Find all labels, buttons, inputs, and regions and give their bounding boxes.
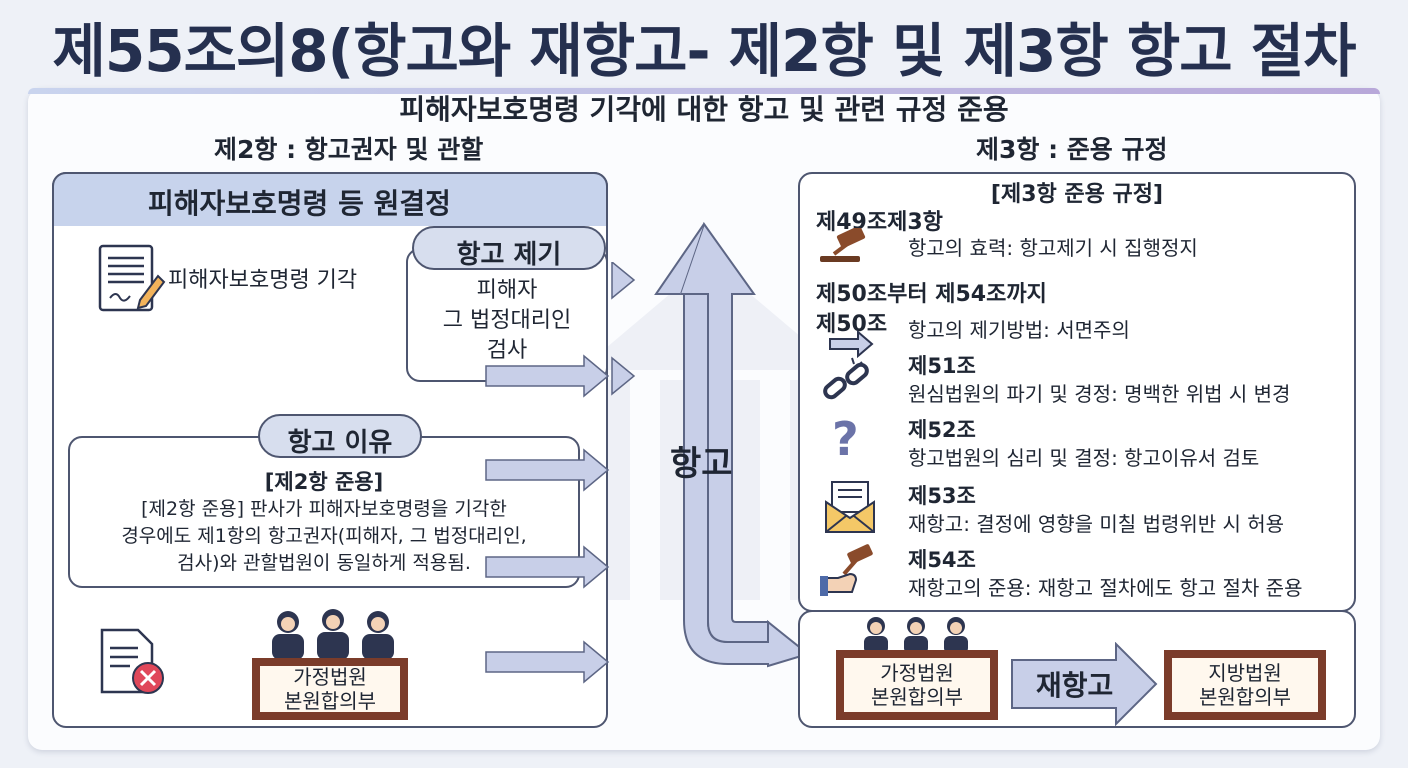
dismissal-label: 피해자보호명령 기각 <box>168 268 358 293</box>
gavel-icon <box>820 228 866 262</box>
district-court-bench: 지방법원 본원합의부 <box>1164 650 1326 720</box>
broken-chain-icon <box>823 357 869 400</box>
appeal-reason-pill: 항고 이유 <box>258 414 422 458</box>
court-name: 가정법원 <box>880 661 954 685</box>
question-icon: ? <box>832 412 859 466</box>
envelope-icon <box>825 481 875 533</box>
appeal-filing-pill: 항고 제기 <box>412 226 606 270</box>
appeal-reason-text: [제2항 준용] 판사가 피해자보호명령을 기각한 경우에도 제1항의 항고권자… <box>68 496 580 577</box>
arrow-icon <box>829 330 874 358</box>
gavel-hand-icon <box>820 544 873 596</box>
section-title-paragraph-3: 제3항 : 준용 규정 <box>976 135 1168 164</box>
appeal-reason-heading: [제2항 준용] <box>264 470 384 494</box>
article-52-desc: 항고법원의 심리 및 결정: 항고이유서 검토 <box>908 446 1260 470</box>
filer-legal-rep: 그 법정대리인 <box>442 308 572 333</box>
court-name: 지방법원 <box>1208 661 1282 685</box>
filer-victim: 피해자 <box>476 278 538 303</box>
subtitle: 피해자보호명령 기각에 대한 항고 및 관련 규정 준용 <box>399 93 1009 126</box>
article-49-title: 제49조제3항 <box>816 210 943 235</box>
appeal-reason-line: 경우에도 제1항의 항고권자(피해자, 그 법정대리인, <box>121 525 527 547</box>
filer-prosecutor: 검사 <box>486 338 528 363</box>
court-name: 가정법원 <box>293 665 367 689</box>
reappeal-arrow <box>1011 642 1158 726</box>
article-53-desc: 재항고: 결정에 영향을 미칠 법령위반 시 허용 <box>908 512 1285 536</box>
article-51-desc: 원심법원의 파기 및 경정: 명백한 위법 시 변경 <box>908 382 1291 406</box>
appeal-arrow <box>654 222 811 668</box>
court-division: 본원합의부 <box>1199 685 1291 709</box>
article-53-num: 제53조 <box>908 484 976 508</box>
article-54-desc: 재항고의 준용: 재항고 절차에도 항고 절차 준용 <box>908 576 1303 600</box>
referenced-provisions-panel <box>798 172 1356 612</box>
appeal-label: 항고 <box>670 444 733 484</box>
signed-document-icon <box>98 244 166 312</box>
article-50-num: 제50조 <box>816 312 888 337</box>
rejected-document-icon <box>100 628 164 694</box>
court-division: 본원합의부 <box>871 685 963 709</box>
articles-range-title: 제50조부터 제54조까지 <box>816 282 1047 307</box>
court-division: 본원합의부 <box>284 689 376 713</box>
judges-icon <box>272 609 394 660</box>
provisions-box-title: [제3항 준용 규정] <box>990 182 1164 207</box>
section-title-paragraph-2: 제2항 : 항고권자 및 관할 <box>214 135 484 164</box>
article-54-num: 제54조 <box>908 548 976 572</box>
appeal-reason-line: [제2항 준용] 판사가 피해자보호명령을 기각한 <box>141 498 507 520</box>
judges-icon <box>864 617 968 654</box>
article-51-num: 제51조 <box>908 354 976 378</box>
original-decision-header: 피해자보호명령 등 원결정 <box>52 172 608 226</box>
reappeal-label: 재항고 <box>1036 669 1114 702</box>
article-50-desc: 항고의 제기방법: 서면주의 <box>908 318 1130 342</box>
page-title: 제55조의8(항고와 재항고- 제2항 및 제3항 항고 절차 <box>52 17 1357 85</box>
article-49-desc: 항고의 효력: 항고제기 시 집행정지 <box>908 236 1198 260</box>
panel-accent-bar <box>28 88 1380 94</box>
family-court-bench-right: 가정법원 본원합의부 <box>836 650 998 720</box>
article-52-num: 제52조 <box>908 418 976 442</box>
family-court-bench-left: 가정법원 본원합의부 <box>252 658 408 720</box>
appeal-filers-list: 피해자 그 법정대리인 검사 <box>406 276 608 366</box>
flow-arrows <box>485 262 636 684</box>
appeal-reason-line: 검사)와 관할법원이 동일하게 적용됨. <box>177 552 471 574</box>
